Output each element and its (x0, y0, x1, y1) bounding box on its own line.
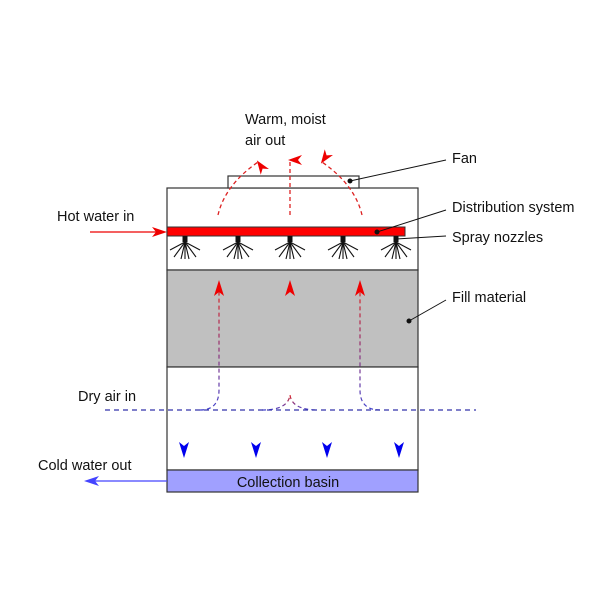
spray-nozzle (222, 236, 254, 260)
collection-basin-label: Collection basin (237, 475, 339, 491)
fan (227, 175, 360, 189)
spray-nozzle (274, 236, 306, 260)
cold-water-out-label: Cold water out (38, 458, 132, 474)
callout-lines (347, 159, 447, 324)
air-arrowheads (214, 280, 365, 296)
distribution-system-pipe (166, 226, 406, 237)
fan-label: Fan (452, 151, 477, 167)
fill-material-block (166, 269, 419, 368)
tower-lower-section (166, 366, 419, 471)
spray-nozzle (169, 236, 201, 260)
spray-nozzle (327, 236, 359, 260)
spray-nozzles (169, 236, 412, 260)
distribution-system-label: Distribution system (452, 200, 574, 216)
spray-nozzles-label: Spray nozzles (452, 230, 543, 246)
warm-air-out-arrows (217, 149, 363, 216)
hot-water-in-label: Hot water in (57, 209, 134, 225)
water-flow-down (183, 283, 400, 450)
cold-water-arrowhead (84, 476, 99, 486)
water-arrowheads (179, 442, 404, 458)
air-out-label-line1: Warm, moist (245, 112, 326, 128)
dry-air-in-label: Dry air in (78, 389, 136, 405)
hot-water-arrowhead (152, 227, 167, 237)
air-out-label-line2: air out (245, 133, 285, 149)
fill-material-label: Fill material (452, 290, 526, 306)
